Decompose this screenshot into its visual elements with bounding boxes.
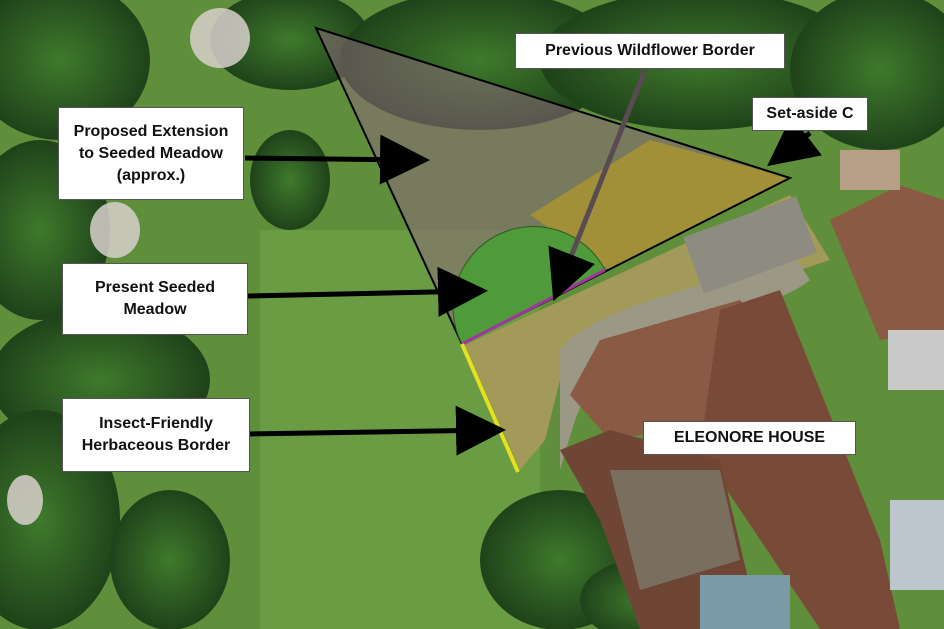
label-proposed-extension: Proposed Extension to Seeded Meadow (app… (58, 107, 244, 200)
label-present-seeded-meadow: Present Seeded Meadow (62, 263, 248, 335)
eleonore-house-building (560, 290, 900, 629)
arrow-present-meadow (247, 266, 488, 317)
blossom-trees (7, 8, 250, 525)
label-eleonore-house: ELEONORE HOUSE (643, 421, 856, 455)
arrow-herbaceous-border (249, 405, 506, 456)
paved-area (683, 196, 817, 294)
arrow-set-aside-c (767, 115, 822, 167)
set-aside-c-area (530, 140, 790, 270)
label-previous-wildflower-border: Previous Wildflower Border (515, 33, 785, 69)
neighbouring-houses (830, 150, 944, 590)
proposed-extension-outline (314, 26, 793, 346)
proposed-extension-area (316, 28, 790, 344)
arrow-previous-wildflower (548, 69, 648, 302)
arrow-proposed-extension (244, 134, 430, 185)
label-set-aside-c: Set-aside C (752, 97, 868, 131)
label-insect-friendly-border: Insect-Friendly Herbaceous Border (62, 398, 250, 472)
